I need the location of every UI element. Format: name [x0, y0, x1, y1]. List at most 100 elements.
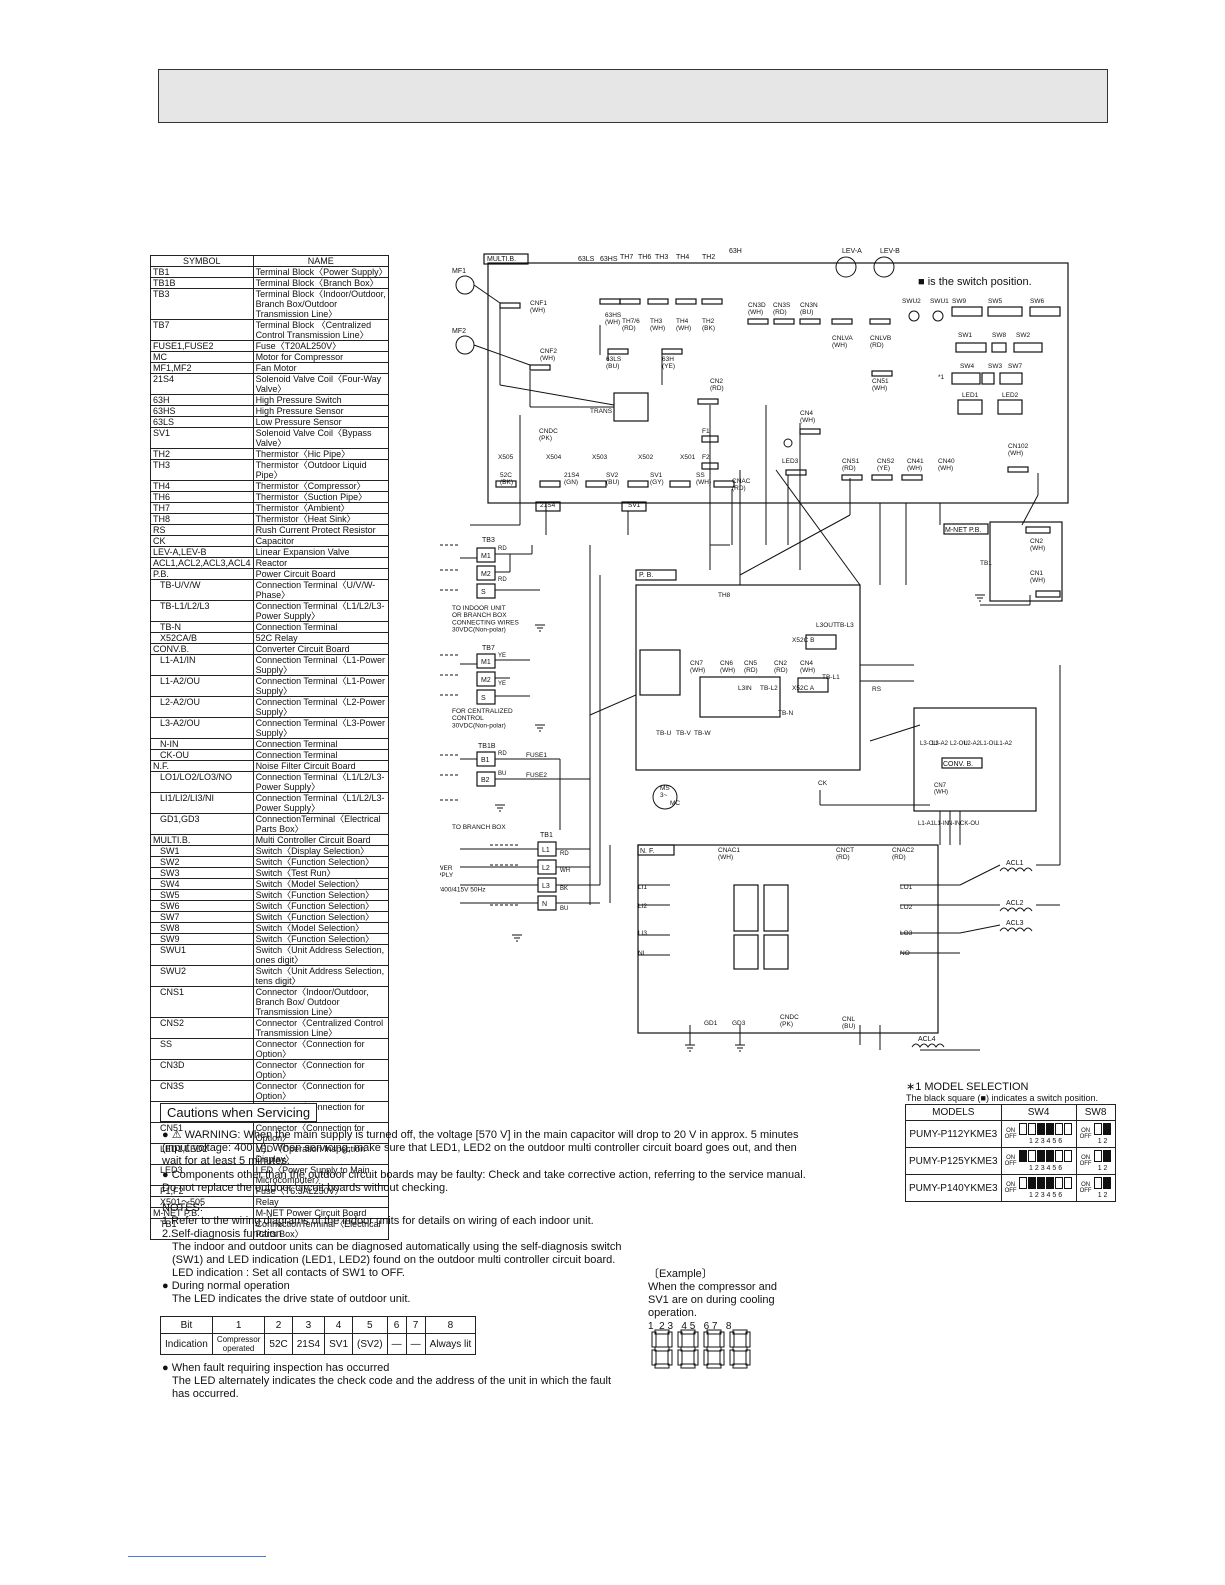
wire-color-tag: RD	[498, 577, 507, 583]
label-line: (WH)	[872, 385, 887, 392]
dip-switch-block	[997, 399, 1023, 415]
noise-filter-label: GD3	[732, 1020, 746, 1027]
segment	[693, 1349, 699, 1366]
connector-pins	[661, 348, 683, 355]
mnet-label: CN2(WH)	[1030, 538, 1045, 552]
label-line: CN6	[720, 660, 733, 667]
name-cell: Connection Terminal〈L1/L2/L3-Power Suppl…	[252, 600, 390, 622]
tb3-terminal	[476, 583, 496, 599]
label-line: CN2	[710, 378, 723, 385]
connector-pins	[1025, 526, 1051, 534]
note-3: ● During normal operation	[162, 1280, 290, 1292]
converter-label: L2-OU	[950, 741, 968, 747]
branch-box-note: TO BRANCH BOX	[452, 824, 506, 831]
relay-label: 21S4(GN)	[564, 472, 580, 486]
label-line: L2-A2	[964, 741, 981, 747]
relay-label: SV1	[628, 502, 641, 509]
wire-color-tag: RD	[498, 751, 507, 757]
label-line: LED3	[782, 458, 799, 465]
bit-cell: SV1	[324, 1333, 354, 1355]
connector-label: CN4(WH)	[800, 410, 815, 424]
symbol-row: CONV.B.Converter Circuit Board	[150, 643, 390, 655]
segment	[745, 1331, 751, 1348]
reactor-coil	[999, 867, 1033, 872]
label-line: L1-A2	[996, 741, 1013, 747]
switch-label: SW3	[988, 363, 1002, 370]
connector-label: CNF1(WH)	[530, 300, 547, 314]
noise-filter-board	[637, 844, 939, 1034]
label-line: (PK)	[780, 1021, 793, 1028]
wire-color-tag: BU	[560, 906, 568, 912]
label-line: CNAC	[732, 478, 751, 485]
symbol-cell: TB1	[150, 266, 254, 278]
tb3-terminal-label: M2	[481, 571, 491, 578]
symbol-cell: SW1	[150, 845, 254, 857]
note-1: 1.Refer to the wiring diagrams of the in…	[162, 1215, 594, 1227]
label-line: SS	[696, 472, 705, 479]
connector-label: 63HS(WH)	[605, 312, 622, 326]
label-line: CNLVB	[870, 335, 891, 342]
relay-label: F1	[702, 428, 710, 435]
name-cell: Noise Filter Circuit Board	[252, 760, 390, 772]
relay-label: X505	[498, 454, 514, 461]
label-line: SV1	[628, 502, 641, 509]
power-board-label: CK	[818, 780, 828, 787]
switch-label: SWU1	[930, 298, 949, 305]
dip-numbers: 1 2	[1097, 1192, 1108, 1199]
label-line: (BU)	[800, 309, 813, 316]
switch-label: LED2	[1002, 392, 1019, 399]
noise-filter-label: CNCT(RD)	[836, 847, 854, 861]
label-line: (BU)	[606, 363, 619, 370]
board-label-frame	[483, 253, 529, 265]
label-line: F1	[702, 428, 710, 435]
switch-label: LED1	[962, 392, 979, 399]
bit-cell: 1	[211, 1316, 266, 1334]
symbol-cell: 63HS	[150, 405, 254, 417]
tb3-terminal-label: S	[481, 589, 486, 596]
label-line: LI3	[638, 930, 647, 937]
connector-label: CN3N(BU)	[800, 302, 818, 316]
symbol-cell: SW3	[150, 867, 254, 879]
connector-label: CN41(WH)	[907, 458, 924, 472]
name-cell: ConnectionTerminal〈Electrical Parts Box〉	[252, 813, 390, 835]
dip-position	[1093, 1150, 1102, 1162]
bit-cell: 8	[424, 1316, 477, 1334]
bit-cell: —	[386, 1333, 407, 1355]
label-line: (RD)	[836, 854, 850, 861]
note-2: 2.Self-diagnosis function	[162, 1228, 282, 1240]
label-line: 63LS	[606, 356, 622, 363]
symbol-cell: TB3	[150, 288, 254, 320]
relay-label: 21S4	[540, 502, 556, 509]
label-line: F2	[702, 454, 710, 461]
tb3-terminal	[476, 547, 496, 563]
symbol-cell: P.B.	[150, 568, 254, 580]
name-cell: Terminal Block〈Power Supply〉	[252, 266, 390, 278]
board-label-nf: N. F.	[640, 848, 654, 855]
name-cell: Thermistor〈Ambient〉	[252, 502, 390, 514]
label-line: (WH)	[696, 479, 711, 486]
igbt-module	[639, 649, 681, 696]
on-label: ON	[1081, 1128, 1091, 1134]
label-line: (YE)	[662, 363, 675, 370]
ground-icon	[495, 804, 505, 812]
converter-board	[913, 707, 1037, 812]
dip-numbers: 1 2	[1097, 1138, 1108, 1145]
wire	[473, 284, 501, 304]
reactor-label: ACL4	[918, 1036, 936, 1043]
top-component-label: 63LS	[578, 256, 595, 263]
label-line: TH2	[702, 318, 715, 325]
name-cell: Switch〈Function Selection〉	[252, 900, 390, 912]
caution-warning: ● ⚠ WARNING: When the main supply is tur…	[162, 1129, 799, 1167]
switch-label: SW1	[958, 332, 972, 339]
wire-color-tag: YE	[498, 653, 506, 659]
segment	[706, 1346, 722, 1352]
